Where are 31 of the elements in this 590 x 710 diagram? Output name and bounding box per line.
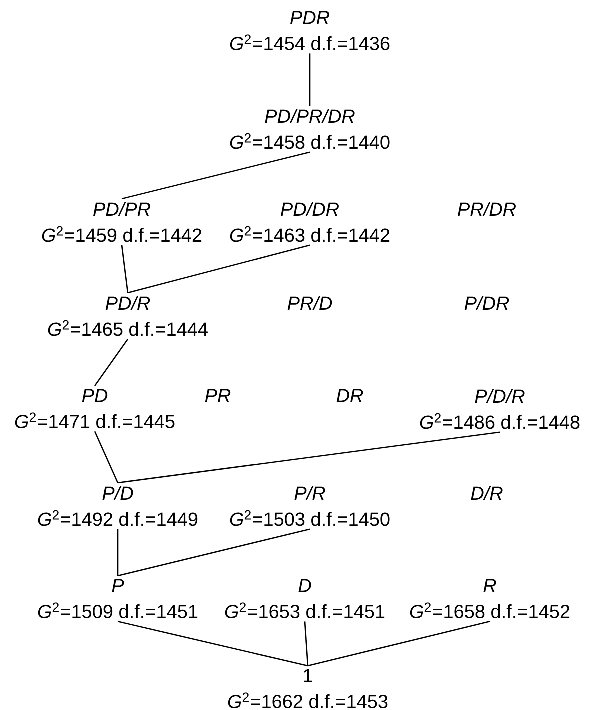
connector-line bbox=[304, 622, 309, 666]
connector-line bbox=[94, 431, 119, 484]
model-label: PDR G$^{2}$=1454 d.f.=1436 bbox=[230, 11, 390, 50]
connector-line bbox=[94, 338, 129, 386]
model-label: P/DR bbox=[464, 296, 510, 310]
model-label: 1 G$^{2}$=1662 d.f.=1453 bbox=[228, 669, 388, 708]
model-label: P G$^{2}$=1509 d.f.=1451 bbox=[38, 579, 198, 618]
model-label: PR/D bbox=[288, 296, 332, 310]
connector-line bbox=[128, 244, 310, 294]
model-label: DR bbox=[336, 389, 364, 402]
connector-line bbox=[118, 432, 500, 484]
connector-line bbox=[118, 621, 308, 667]
model-label: D/R bbox=[471, 486, 503, 500]
connector-line bbox=[309, 54, 311, 106]
model-label: PD/PR G$^{2}$=1459 d.f.=1442 bbox=[42, 202, 202, 242]
model-label: PR bbox=[205, 389, 231, 402]
model-label: PD/DR G$^{2}$=1463 d.f.=1442 bbox=[230, 202, 390, 242]
model-label: P/D G$^{2}$=1492 d.f.=1449 bbox=[38, 486, 198, 526]
model-label: PD/R G$^{2}$=1465 d.f.=1444 bbox=[48, 296, 208, 336]
connector-line bbox=[308, 621, 490, 667]
model-label: PD/PR/DR G$^{2}$=1458 d.f.=1440 bbox=[230, 109, 390, 150]
model-label: PR/DR bbox=[458, 202, 516, 216]
connector-line bbox=[118, 528, 310, 577]
connector-line bbox=[117, 529, 119, 576]
model-label: PD G$^{2}$=1471 d.f.=1445 bbox=[15, 389, 175, 428]
connector-line bbox=[121, 245, 129, 294]
connector-line bbox=[122, 152, 310, 200]
model-label: R G$^{2}$=1658 d.f.=1452 bbox=[410, 579, 570, 618]
model-label: P/D/R G$^{2}$=1486 d.f.=1448 bbox=[420, 389, 580, 430]
model-label: P/R G$^{2}$=1503 d.f.=1450 bbox=[230, 486, 390, 526]
model-label: D G$^{2}$=1653 d.f.=1451 bbox=[225, 579, 385, 618]
